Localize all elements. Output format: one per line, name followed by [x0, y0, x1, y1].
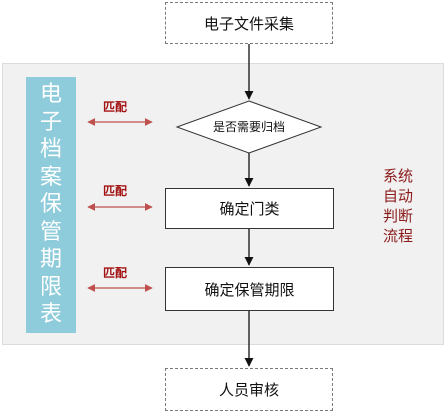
sidebar-char: 管 — [39, 219, 62, 245]
review-label: 人员审核 — [218, 381, 279, 399]
retention-box: 确定保管期限 — [165, 267, 334, 311]
note-line: 流程 — [382, 227, 413, 245]
auto-judge-note: 系统 自动 判断 流程 — [378, 166, 418, 246]
note-line: 系统 — [382, 167, 413, 185]
collect-box: 电子文件采集 — [165, 2, 333, 44]
sidebar-char: 案 — [39, 164, 62, 190]
note-line: 判断 — [382, 207, 413, 225]
sidebar-char: 限 — [39, 274, 62, 300]
category-label: 确定门类 — [219, 200, 280, 218]
sidebar-char: 档 — [39, 137, 62, 163]
match-label-3: 匹配 — [103, 266, 128, 280]
sidebar-char: 保 — [39, 192, 62, 218]
review-box: 人员审核 — [165, 368, 333, 411]
retention-table-sidebar: 电 子 档 案 保 管 期 限 表 — [26, 77, 76, 333]
decision-text: 是否需要归档 — [212, 120, 285, 134]
sidebar-char: 期 — [39, 247, 62, 273]
category-box: 确定门类 — [165, 188, 334, 229]
sidebar-char: 子 — [39, 109, 62, 135]
sidebar-char: 表 — [39, 302, 62, 328]
retention-label: 确定保管期限 — [204, 280, 295, 299]
sidebar-char: 电 — [39, 82, 62, 108]
match-label-1: 匹配 — [103, 100, 128, 114]
note-line: 自动 — [382, 187, 413, 205]
collect-label: 电子文件采集 — [203, 14, 294, 33]
decision-label: 是否需要归档 — [177, 118, 321, 135]
match-label-2: 匹配 — [103, 184, 128, 198]
